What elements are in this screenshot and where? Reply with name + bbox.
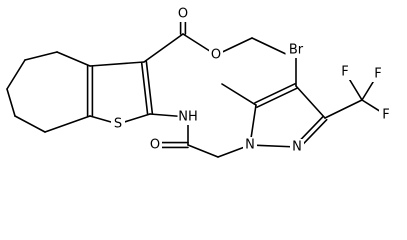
bond-cA-ch2 [187, 144, 219, 158]
molecule-structure-diagram: O O S NH O BrN N F F F [6, 6, 393, 158]
pyrazole-n2-label-background [290, 139, 304, 155]
fluorine-3-label: F [341, 65, 348, 80]
atom-labels: O O S NH O BrN N F F F [111, 6, 393, 155]
fluorine-1-label-background [371, 66, 385, 82]
bond-c4-c3p [295, 85, 326, 119]
bond-c5-me [221, 83, 257, 106]
amide-nh-label-background [177, 109, 199, 125]
bond-c3p-cF [324, 99, 363, 119]
pyrazole-n1-label-background [243, 137, 257, 153]
thiophene-sulfur-label-background [111, 116, 125, 132]
ester-carbonyl-oxygen-label: O [178, 7, 188, 22]
amide-nh-label: NH [178, 110, 198, 125]
bond-h4-h5 [6, 88, 16, 117]
ester-carbonyl-oxygen-label-background [176, 6, 190, 22]
amide-oxygen-label: O [150, 138, 160, 153]
bromine-label-background [285, 42, 307, 58]
ester-oxygen-label-background [209, 47, 223, 63]
bond-c5-c4-b [254, 83, 296, 104]
bonds [6, 13, 387, 158]
fluorine-3-label-background [338, 64, 352, 80]
bond-h5-h6 [14, 115, 46, 133]
bond-c3-c2-a [140, 61, 149, 116]
bond-h1-c3 [89, 61, 145, 67]
fluorine-1-label: F [374, 67, 381, 82]
pyrazole-n1-label: N [245, 138, 255, 153]
bromine-label: Br [289, 43, 304, 58]
bond-n2-n1 [249, 144, 298, 148]
fluorine-2-label: F [382, 108, 389, 123]
bond-cEt1-cEt2 [251, 37, 289, 56]
bond-h3-h4 [6, 59, 26, 90]
bond-c3-c2-b [145, 60, 154, 115]
bond-c5-c4-a [256, 87, 298, 108]
fluorine-2-label-background [379, 107, 393, 123]
bond-h6-h7 [44, 115, 91, 133]
ester-oxygen-label: O [211, 48, 221, 63]
bond-h2-h3 [24, 51, 58, 61]
bond-c3-cE [143, 33, 184, 63]
amide-oxygen-label-background [148, 137, 162, 153]
thiophene-sulfur-label: S [114, 117, 122, 132]
pyrazole-n2-label: N [292, 140, 302, 155]
bond-h1-h2 [56, 51, 91, 67]
